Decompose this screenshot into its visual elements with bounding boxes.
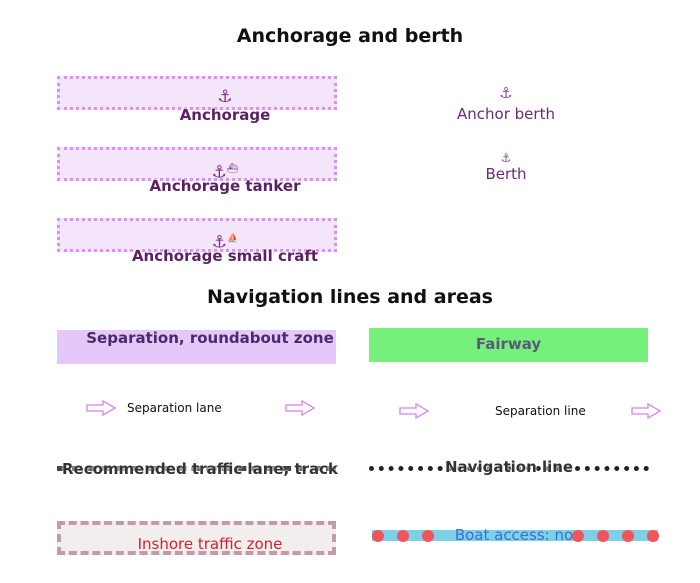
inshore-traffic-zone-area — [57, 521, 336, 555]
fairway-area — [369, 328, 648, 362]
arrow-icon — [399, 403, 430, 419]
berth-icon: ⚓ — [500, 151, 512, 165]
boat-access-label: Boat access: no — [454, 526, 574, 544]
arrow-icon — [631, 403, 662, 419]
section-title-anchorage: Anchorage and berth — [236, 25, 464, 47]
anchorage-small-craft-label: Anchorage small craft — [131, 247, 319, 265]
arrow-icon — [86, 400, 117, 416]
fairway-label: Fairway — [475, 335, 542, 353]
anchorage-label: Anchorage — [179, 106, 271, 124]
anchorage-tanker-label: Anchorage tanker — [149, 177, 301, 195]
berth-label: Berth — [485, 165, 527, 183]
anchor-small-craft-icon: ⚓⛵ — [211, 232, 239, 253]
anchor-berth-label: Anchor berth — [457, 105, 555, 123]
separation-zone-label: Separation, roundabout zone — [86, 329, 334, 347]
anchorage-small-craft-area — [57, 218, 337, 252]
boat-access-dots — [372, 530, 659, 542]
boat-access-line — [372, 530, 658, 541]
anchor-tanker-icon: ⚓⛴ — [211, 162, 239, 183]
anchorage-tanker-area — [57, 147, 337, 181]
navigation-line — [369, 466, 649, 471]
arrow-icon — [285, 400, 316, 416]
separation-zone-area — [57, 330, 336, 364]
recommended-track-line — [57, 466, 336, 471]
separation-lane-label: Separation lane — [127, 401, 222, 415]
section-title-navigation: Navigation lines and areas — [207, 286, 493, 308]
inshore-traffic-zone-label: Inshore traffic zone — [137, 535, 283, 553]
anchorage-area — [57, 76, 337, 110]
recommended-track-label: Recommended traffic lane, track — [62, 460, 339, 478]
anchor-icon: ⚓ — [217, 87, 233, 107]
anchor-berth-icon: ⚓ — [499, 84, 513, 102]
separation-line-label: Separation line — [495, 404, 586, 418]
navigation-line-label: Navigation line — [445, 458, 574, 476]
